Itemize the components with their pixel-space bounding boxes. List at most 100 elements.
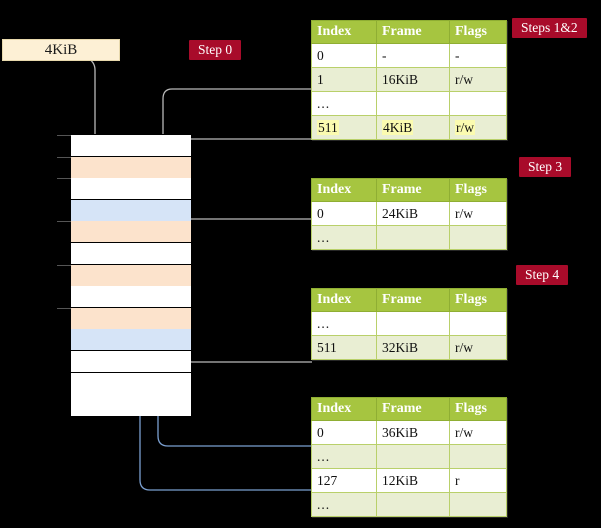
cell-text: r/w	[455, 72, 473, 87]
cell-text: r	[455, 473, 460, 488]
cell-frame	[376, 225, 450, 250]
badge-step-0: Step 0	[189, 40, 242, 60]
column-header-index: Index	[311, 178, 377, 202]
table-row[interactable]: 127 12KiB r	[311, 468, 507, 493]
badge-step-4-label: Step 4	[525, 267, 560, 282]
cell-index: 0	[311, 43, 377, 68]
cell-frame	[376, 444, 450, 469]
memory-frame-tick	[57, 178, 71, 180]
source-frame-box: 4KiB	[2, 39, 120, 61]
cell-text: r/w	[455, 120, 475, 135]
cell-text: 32KiB	[382, 340, 419, 355]
cell-frame: 24KiB	[376, 201, 450, 226]
cell-index: ...	[311, 225, 377, 250]
cell-text: 0	[317, 48, 324, 63]
cell-flags: -	[449, 43, 507, 68]
table-row[interactable]: 0 24KiB r/w	[311, 201, 507, 226]
memory-frame-row	[71, 178, 191, 201]
cell-text: ...	[317, 497, 331, 512]
cell-text: 16KiB	[382, 72, 419, 87]
column-header-frame: Frame	[376, 20, 450, 44]
cell-flags	[449, 91, 507, 116]
wire-table2-row511-to-memory	[178, 302, 312, 363]
cell-flags	[449, 311, 507, 336]
cell-index: 511	[311, 115, 377, 140]
cell-flags: r/w	[449, 420, 507, 445]
memory-frame-row	[71, 307, 191, 330]
cell-flags: r/w	[449, 335, 507, 360]
cell-frame	[376, 311, 450, 336]
table-row[interactable]: ...	[311, 91, 507, 116]
cell-flags: r/w	[449, 201, 507, 226]
cell-text: 24KiB	[382, 206, 419, 221]
cell-text: 0	[317, 206, 324, 221]
badge-step-0-label: Step 0	[198, 42, 233, 57]
cell-flags: r	[449, 468, 507, 493]
cell-text: ...	[317, 316, 331, 331]
badge-step-3-label: Step 3	[528, 159, 563, 174]
cell-text: r/w	[455, 206, 473, 221]
badge-step-3: Step 3	[519, 157, 572, 177]
cell-frame	[376, 91, 450, 116]
column-header-flags: Flags	[449, 20, 507, 44]
cell-text: 0	[317, 425, 324, 440]
memory-frame-row	[71, 199, 191, 222]
table-row[interactable]: ...	[311, 311, 507, 336]
cell-index: 1	[311, 67, 377, 92]
table-row[interactable]: 0 36KiB r/w	[311, 420, 507, 445]
wire-table1-row0-to-memory	[168, 218, 312, 257]
cell-frame: 16KiB	[376, 67, 450, 92]
cell-text: -	[455, 48, 460, 63]
memory-frame-tick	[57, 307, 71, 309]
cell-text: ...	[317, 449, 331, 464]
cell-index: ...	[311, 91, 377, 116]
memory-frame-row	[71, 135, 191, 157]
memory-frame-tick	[57, 156, 71, 158]
cell-text: 36KiB	[382, 425, 419, 440]
table-row[interactable]: ...	[311, 225, 507, 250]
cell-text: 12KiB	[382, 473, 419, 488]
memory-frame-tick	[57, 264, 71, 266]
column-header-flags: Flags	[449, 397, 507, 421]
cell-frame	[376, 492, 450, 517]
column-header-frame: Frame	[376, 397, 450, 421]
cell-flags	[449, 444, 507, 469]
table-row[interactable]: 511 32KiB r/w	[311, 335, 507, 360]
memory-frame-row	[71, 329, 191, 352]
memory-frame-row	[71, 243, 191, 265]
cell-index: ...	[311, 444, 377, 469]
memory-frame-row	[71, 372, 191, 395]
cell-index: 0	[311, 420, 377, 445]
badge-step-4: Step 4	[516, 265, 569, 285]
cell-flags: r/w	[449, 115, 507, 140]
cell-text: 127	[317, 473, 338, 488]
memory-frame-row	[71, 264, 191, 287]
column-header-index: Index	[311, 20, 377, 44]
column-header-index: Index	[311, 288, 377, 312]
cell-index: 511	[311, 335, 377, 360]
cell-frame: 4KiB	[376, 115, 450, 140]
physical-memory-column	[57, 134, 191, 417]
cell-text: ...	[317, 96, 331, 111]
wire-step0-4kib-to-memory	[59, 52, 100, 144]
memory-frame-row	[71, 286, 191, 309]
table-row[interactable]: 0--	[311, 43, 507, 68]
cell-flags	[449, 492, 507, 517]
cell-flags	[449, 225, 507, 250]
table-row[interactable]: ...	[311, 444, 507, 469]
cell-frame: 32KiB	[376, 335, 450, 360]
table-row[interactable]: 1 16KiB r/w	[311, 67, 507, 92]
cell-flags: r/w	[449, 67, 507, 92]
table-row[interactable]: ...	[311, 492, 507, 517]
badge-steps-1-2: Steps 1&2	[512, 18, 587, 38]
memory-frame-row	[71, 394, 191, 417]
column-header-frame: Frame	[376, 288, 450, 312]
